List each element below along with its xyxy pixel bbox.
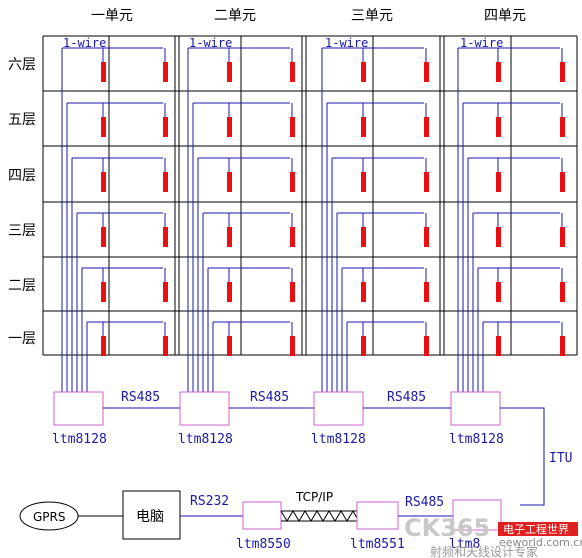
floor-label-6: 六层 bbox=[8, 57, 36, 73]
sensor-u4-f3-s1 bbox=[496, 227, 501, 247]
sensor-u2-f4-s1 bbox=[227, 172, 232, 192]
sensor-u2-f6-s1 bbox=[227, 62, 232, 82]
ltm8128-module-2 bbox=[179, 391, 230, 426]
watermark-brand-bg bbox=[498, 522, 578, 536]
ltm-last-module bbox=[452, 499, 502, 531]
sensor-u2-f6-s2 bbox=[290, 62, 295, 82]
sensor-u2-f1-s2 bbox=[290, 336, 295, 356]
sensor-u4-f2-s2 bbox=[560, 282, 565, 302]
sensor-u2-f2-s2 bbox=[290, 282, 295, 302]
ltm8550-label: ltm8550 bbox=[236, 537, 291, 552]
sensor-u3-f6-s1 bbox=[361, 62, 366, 82]
sensor-u3-f3-s1 bbox=[361, 227, 366, 247]
sensor-u1-f6-s2 bbox=[163, 62, 168, 82]
sensor-u4-f6-s2 bbox=[560, 62, 565, 82]
pc-box bbox=[122, 490, 181, 540]
sensor-u4-f6-s1 bbox=[496, 62, 501, 82]
watermark-slogan: 射频和天线设计专家 bbox=[430, 544, 538, 558]
unit-label-2: 二单元 bbox=[214, 8, 256, 24]
ltm8551-module bbox=[356, 501, 399, 530]
ltm8128-label-4: ltm8128 bbox=[449, 432, 504, 447]
sensor-u3-f4-s1 bbox=[361, 172, 366, 192]
ltm8128-label-1: ltm8128 bbox=[52, 432, 107, 447]
itu-link bbox=[500, 407, 545, 506]
sensor-u1-f2-s1 bbox=[101, 282, 106, 302]
sensor-u1-f4-s2 bbox=[163, 172, 168, 192]
building-grid bbox=[42, 35, 578, 356]
sensor-u2-f3-s1 bbox=[227, 227, 232, 247]
sensor-u3-f1-s1 bbox=[361, 336, 366, 356]
tcpip-label: TCP/IP bbox=[295, 490, 333, 504]
sensor-u3-f1-s2 bbox=[424, 336, 429, 356]
sensor-u2-f3-s2 bbox=[290, 227, 295, 247]
gprs-label: GPRS bbox=[33, 510, 66, 524]
sensor-u4-f4-s1 bbox=[496, 172, 501, 192]
sensor-u4-f5-s1 bbox=[496, 117, 501, 137]
sensor-u2-f2-s1 bbox=[227, 282, 232, 302]
watermark-site: eeworld.com.cn bbox=[499, 536, 582, 549]
rs485-label-1: RS485 bbox=[121, 390, 160, 405]
sensor-u3-f6-s2 bbox=[424, 62, 429, 82]
ltm8128-module-3 bbox=[313, 391, 364, 426]
sensor-u2-f1-s1 bbox=[227, 336, 232, 356]
ltm8128-label-3: ltm8128 bbox=[311, 432, 366, 447]
watermark-logo: CK365 bbox=[404, 514, 490, 542]
sensor-u4-f1-s1 bbox=[496, 336, 501, 356]
ltm8128-label-2: ltm8128 bbox=[178, 432, 233, 447]
one-wire-label-3: 1-wire bbox=[325, 36, 368, 50]
tcpip-link bbox=[280, 510, 358, 522]
ltm8551-label: ltm8551 bbox=[350, 537, 405, 552]
sensor-u1-f3-s2 bbox=[163, 227, 168, 247]
ltm-last-label: ltm8 bbox=[449, 537, 480, 552]
watermark-brand: 电子工程世界 bbox=[503, 523, 569, 536]
sensor-group bbox=[101, 62, 565, 356]
watermark: CK365 电子工程世界 eeworld.com.cn 射频和天线设计专家 bbox=[404, 514, 582, 558]
sensor-u3-f3-s2 bbox=[424, 227, 429, 247]
rs485-label-3: RS485 bbox=[387, 390, 426, 405]
ltm8128-module-4 bbox=[450, 391, 501, 426]
floor-label-2: 二层 bbox=[8, 278, 36, 294]
sensor-u3-f2-s2 bbox=[424, 282, 429, 302]
floor-label-3: 三层 bbox=[8, 223, 36, 239]
sensor-u1-f2-s2 bbox=[163, 282, 168, 302]
floor-label-4: 四层 bbox=[8, 168, 36, 184]
sensor-u1-f5-s1 bbox=[101, 117, 106, 137]
ltm8550-module bbox=[242, 501, 282, 530]
rs232-label: RS232 bbox=[190, 494, 229, 509]
sensor-u1-f1-s1 bbox=[101, 336, 106, 356]
sensor-u2-f5-s2 bbox=[290, 117, 295, 137]
sensor-u2-f4-s2 bbox=[290, 172, 295, 192]
unit-label-4: 四单元 bbox=[484, 8, 526, 24]
sensor-u3-f5-s2 bbox=[424, 117, 429, 137]
sensor-u3-f5-s1 bbox=[361, 117, 366, 137]
unit-label-3: 三单元 bbox=[351, 8, 393, 24]
sensor-u3-f2-s1 bbox=[361, 282, 366, 302]
rs485-label-bottom: RS485 bbox=[405, 495, 444, 510]
itu-label: ITU bbox=[549, 451, 572, 466]
rs485-label-2: RS485 bbox=[250, 390, 289, 405]
sensor-u4-f5-s2 bbox=[560, 117, 565, 137]
sensor-u4-f3-s2 bbox=[560, 227, 565, 247]
sensor-u4-f1-s2 bbox=[560, 336, 565, 356]
sensor-u4-f4-s2 bbox=[560, 172, 565, 192]
sensor-u1-f1-s2 bbox=[163, 336, 168, 356]
sensor-u2-f5-s1 bbox=[227, 117, 232, 137]
sensor-u4-f2-s1 bbox=[496, 282, 501, 302]
sensor-u1-f5-s2 bbox=[163, 117, 168, 137]
floor-label-5: 五层 bbox=[8, 112, 36, 128]
sensor-u1-f4-s1 bbox=[101, 172, 106, 192]
ltm8128-module-1 bbox=[53, 391, 104, 426]
one-wire-bus bbox=[61, 47, 563, 392]
sensor-u3-f4-s2 bbox=[424, 172, 429, 192]
one-wire-label-1: 1-wire bbox=[63, 36, 106, 50]
unit-label-1: 一单元 bbox=[91, 8, 133, 24]
floor-label-1: 一层 bbox=[8, 331, 36, 347]
one-wire-label-4: 1-wire bbox=[460, 36, 503, 50]
sensor-u1-f6-s1 bbox=[101, 62, 106, 82]
one-wire-label-2: 1-wire bbox=[189, 36, 232, 50]
pc-label: 电脑 bbox=[136, 509, 164, 525]
sensor-u1-f3-s1 bbox=[101, 227, 106, 247]
